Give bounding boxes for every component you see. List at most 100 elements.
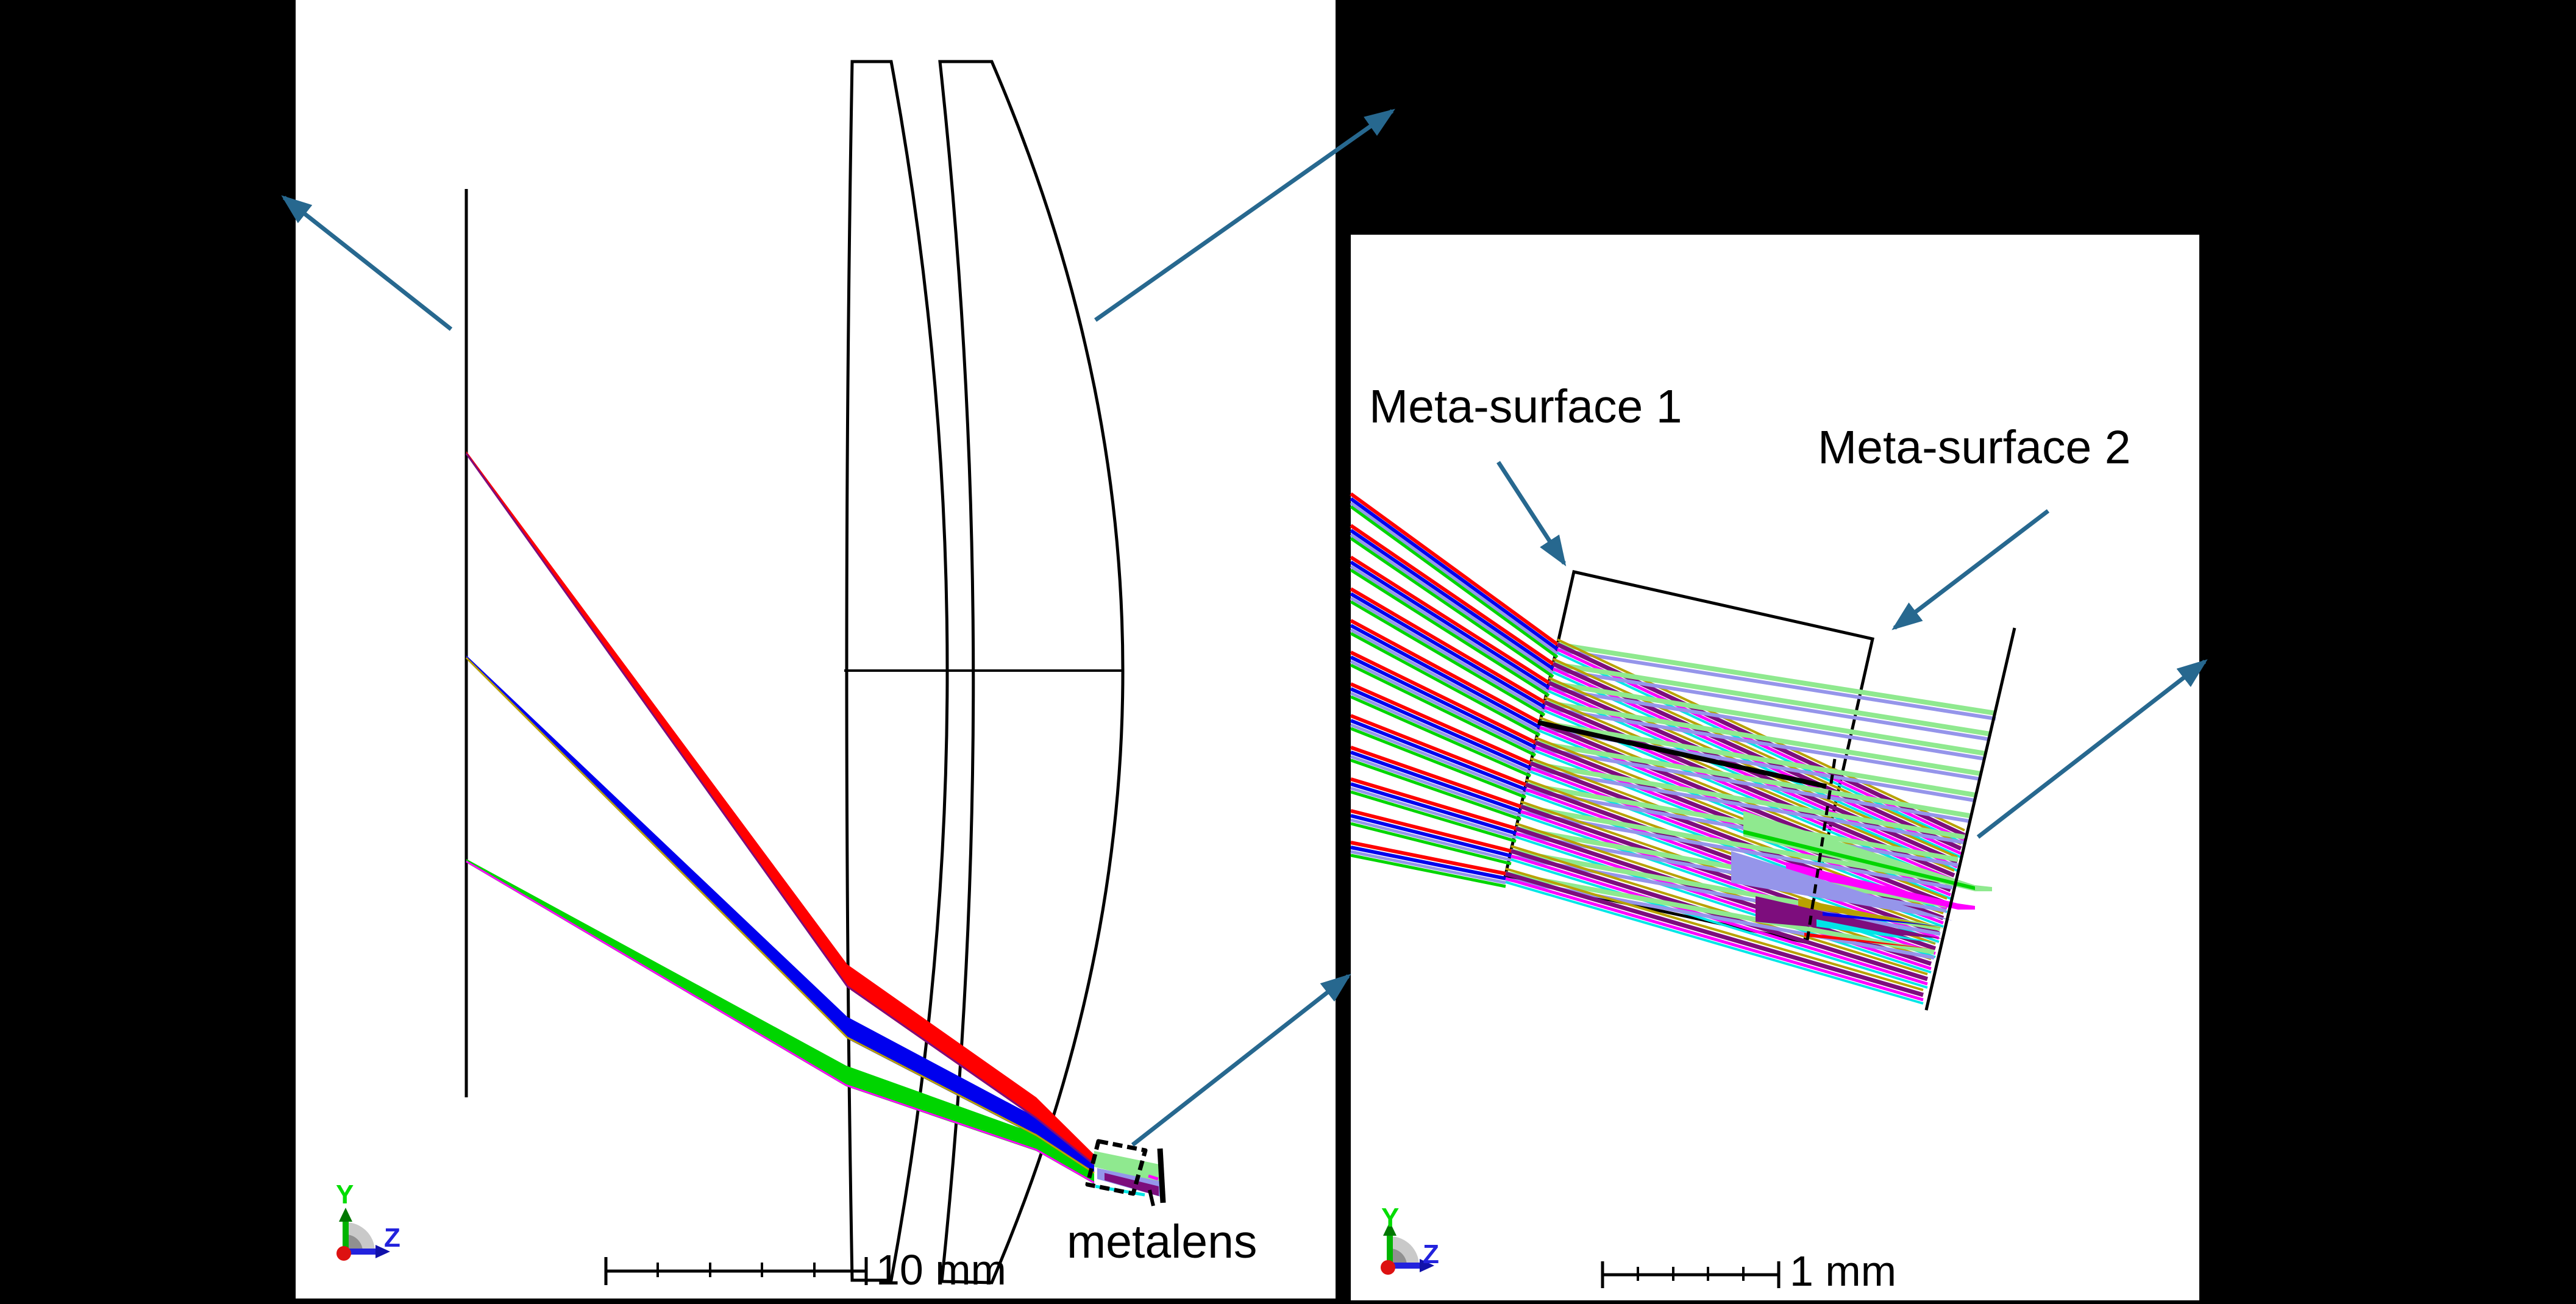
input-ray-green xyxy=(1350,663,1537,757)
input-ray-red xyxy=(1350,492,1559,646)
y-axis-arrowhead xyxy=(1383,1222,1397,1236)
beam-green xyxy=(466,859,1094,1184)
refracted-ray-periwinkle xyxy=(1557,648,1996,721)
input-ray-red xyxy=(1350,714,1527,786)
beam-edge-olive xyxy=(465,657,1095,1174)
refracted-ray-light_green xyxy=(1530,761,1965,839)
detector-plane-line xyxy=(1924,627,2016,1011)
refracted-ray-light_green xyxy=(1505,871,1935,955)
meta-surface-1-label: Meta-surface 1 xyxy=(1369,380,1682,433)
input-ray-periwinkle xyxy=(1350,691,1532,774)
exit-wedge-green xyxy=(1743,830,1975,890)
refracted-ray-light_green xyxy=(1557,642,1996,716)
input-ray-periwinkle xyxy=(1350,818,1512,862)
exit-wedge-light_green xyxy=(1743,811,1992,891)
beam-edge-purple xyxy=(465,453,1095,1166)
exit-wedge-cyan xyxy=(1816,919,1940,944)
refracted-ray-light_green xyxy=(1535,740,1970,818)
input-ray-red xyxy=(1350,682,1532,765)
scale-bar-right-label: 1 mm xyxy=(1790,1247,1896,1295)
meta-surface-2-label: Meta-surface 2 xyxy=(1818,421,2131,474)
metalens-label: metalens xyxy=(1067,1216,1258,1268)
refracted-ray-periwinkle xyxy=(1525,788,1959,867)
input-ray-blue xyxy=(1350,655,1537,749)
arrow-meta-surface-2 xyxy=(1891,509,2050,630)
input-ray-periwinkle xyxy=(1350,533,1554,675)
input-ray-red xyxy=(1350,650,1537,744)
chief-ray-line xyxy=(1537,720,1827,789)
arrow-from-lens-group xyxy=(1094,109,1395,322)
left-layout-panel xyxy=(296,0,1336,1299)
refracted-ray-light_green xyxy=(1544,700,1981,776)
metalens-image-plane xyxy=(1157,1148,1166,1203)
y-axis-label-left: Y xyxy=(336,1180,354,1210)
arrow-from-detector xyxy=(1976,659,2208,839)
input-ray-red xyxy=(1350,809,1512,853)
y-axis-label-right: Y xyxy=(1381,1203,1400,1233)
refracted-ray-cyan xyxy=(1515,836,1932,974)
input-ray-red xyxy=(1350,555,1550,685)
exit-wedge-olive xyxy=(1798,899,1948,929)
refracted-ray-olive xyxy=(1557,638,1965,832)
axes-triad-right xyxy=(1381,1222,1434,1275)
refracted-ray-olive xyxy=(1510,845,1928,975)
input-ray-blue xyxy=(1350,529,1554,671)
refracted-ray-periwinkle xyxy=(1530,767,1965,844)
beam-red xyxy=(466,451,1094,1166)
refracted-ray-light_green xyxy=(1539,720,1976,797)
metalens-assembly xyxy=(1085,1139,1166,1206)
arrow-metalens-to-zoom xyxy=(1131,974,1351,1147)
input-ray-red xyxy=(1350,841,1506,875)
input-ray-periwinkle xyxy=(1350,660,1537,754)
input-ray-blue xyxy=(1350,719,1527,791)
input-ray-red xyxy=(1350,619,1541,724)
beam-edge-magenta xyxy=(466,860,1095,1184)
input-ray-green xyxy=(1350,695,1532,778)
input-ray-periwinkle xyxy=(1350,596,1546,713)
input-ray-green xyxy=(1350,568,1550,697)
input-ray-green xyxy=(1350,758,1521,821)
input-ray-periwinkle xyxy=(1350,786,1517,839)
refracted-ray-light_green xyxy=(1548,680,1986,756)
input-ray-green xyxy=(1350,853,1506,888)
input-ray-green xyxy=(1350,727,1526,799)
input-ray-green xyxy=(1350,822,1512,866)
z-axis-arrowhead xyxy=(1420,1259,1434,1272)
input-ray-blue xyxy=(1350,782,1517,835)
z-axis-label-right: Z xyxy=(1423,1239,1439,1269)
input-ray-green xyxy=(1350,790,1517,843)
refracted-ray-light_green xyxy=(1553,661,1991,736)
refracted-ray-cyan xyxy=(1505,881,1924,1005)
metalens-exit-light_green xyxy=(1094,1151,1159,1183)
metalens-image-plane-tick xyxy=(1148,1189,1155,1206)
input-ray-blue xyxy=(1350,592,1546,709)
input-ray-periwinkle xyxy=(1350,755,1521,818)
input-ray-blue xyxy=(1350,687,1532,770)
refracted-ray-periwinkle xyxy=(1553,668,1991,741)
metalens-box xyxy=(1085,1139,1148,1196)
input-ray-blue xyxy=(1350,497,1559,651)
lens-element-1 xyxy=(845,60,949,1282)
input-ray-green xyxy=(1350,536,1554,679)
y-axis-arrowhead xyxy=(339,1208,352,1222)
refracted-ray-periwinkle xyxy=(1535,746,1970,823)
origin-dot xyxy=(1381,1260,1395,1275)
lens-outlines xyxy=(844,60,1125,1284)
input-ray-periwinkle xyxy=(1350,501,1559,655)
refracted-ray-periwinkle xyxy=(1548,686,1986,761)
z-axis-arrowhead xyxy=(375,1245,390,1258)
refracted-ray-olive xyxy=(1535,736,1948,900)
arrow-to-object-plane xyxy=(281,195,453,331)
lens-element-2 xyxy=(938,60,1125,1284)
refracted-ray-olive xyxy=(1505,868,1924,991)
refracted-ray-cyan xyxy=(1557,652,1965,845)
refracted-ray-periwinkle xyxy=(1520,810,1953,889)
input-ray-periwinkle xyxy=(1350,628,1541,733)
exit-wedge-magenta xyxy=(1786,862,1975,910)
scale-bar-right xyxy=(1601,1261,1781,1288)
scale-bar-left xyxy=(604,1257,868,1285)
refracted-ray-purple xyxy=(1505,871,1924,997)
refracted-ray-light_green xyxy=(1525,782,1959,862)
